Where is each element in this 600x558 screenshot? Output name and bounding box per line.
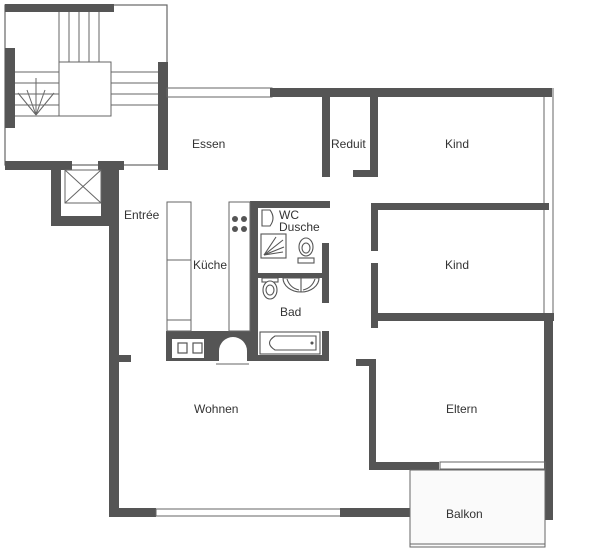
room-label-entree: Entrée: [124, 208, 160, 222]
stove-icon: [232, 216, 247, 232]
toilet-icon: [297, 237, 315, 264]
room-label-reduit: Reduit: [331, 137, 366, 151]
kitchen-fixtures: [166, 201, 251, 365]
stairwell: [4, 4, 168, 226]
room-label-essen: Essen: [192, 137, 226, 151]
room-label-kueche: Küche: [193, 258, 228, 272]
sink-icon: [282, 277, 320, 293]
toilet-icon: [261, 277, 279, 300]
elevator-icon: [51, 168, 111, 226]
door-arc-icon: [219, 337, 247, 361]
room-label-kind-1: Kind: [445, 137, 470, 151]
room-label-kind-2: Kind: [445, 258, 470, 272]
staircase-icon: [15, 12, 158, 117]
room-label-wc: WC: [279, 208, 299, 222]
room-label-wohnen: Wohnen: [194, 402, 239, 416]
interior-walls: [166, 97, 554, 470]
shower-icon: [260, 233, 287, 259]
sink-icon: [261, 209, 274, 227]
bathtub-icon: [259, 331, 321, 355]
bathroom-fixtures: [259, 209, 321, 355]
room-label-eltern: Eltern: [446, 402, 478, 416]
balcony: [409, 469, 546, 548]
sink-icon: [172, 339, 204, 358]
room-label-dusche: Dusche: [279, 220, 320, 234]
room-label-bad: Bad: [280, 305, 302, 319]
room-label-balkon: Balkon: [446, 507, 483, 521]
